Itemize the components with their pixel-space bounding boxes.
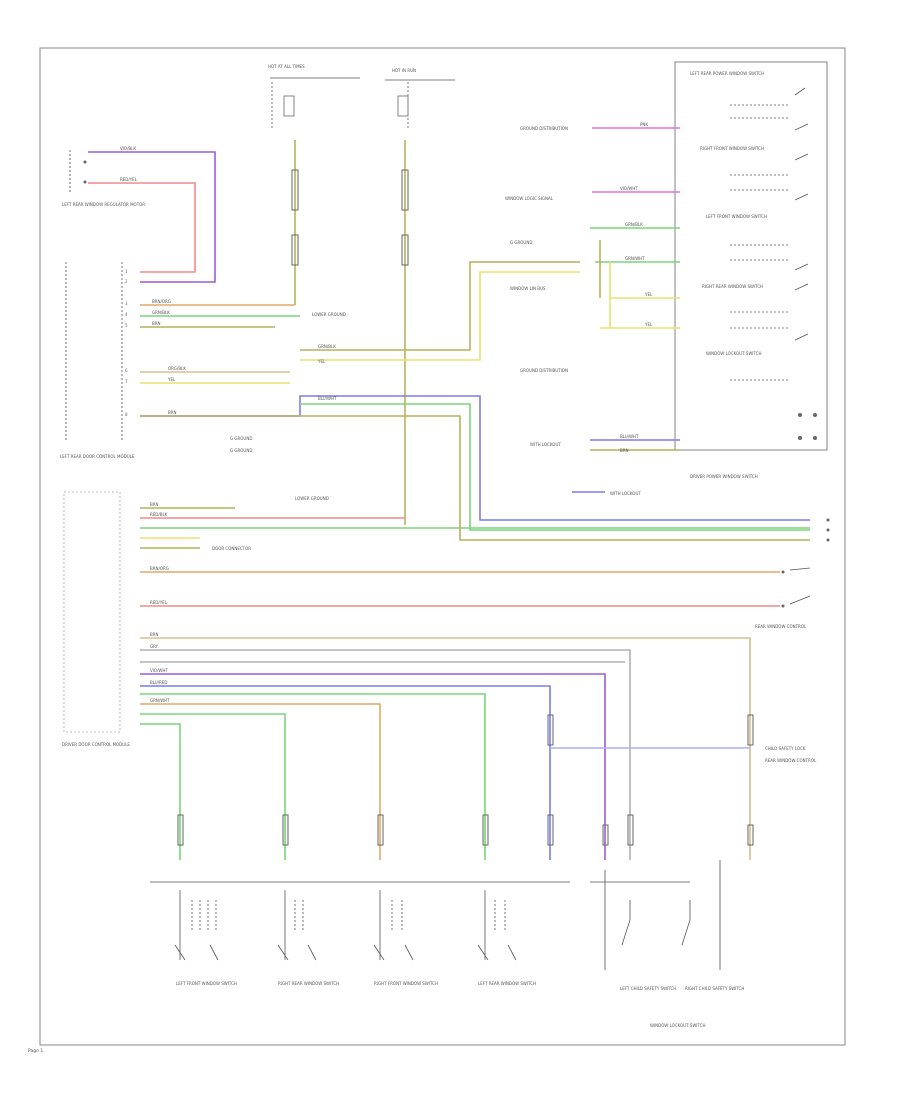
wire-label: VIO/BLK — [120, 146, 136, 151]
note-lower-ground: LOWER GROUND — [312, 312, 346, 317]
switch-label: RIGHT REAR WINDOW SWITCH — [278, 981, 339, 986]
sub-label: LEFT FRONT WINDOW SWITCH — [706, 214, 767, 219]
switch-label: LEFT CHILD SAFETY SWITCH — [620, 986, 676, 991]
wire-label: BRN/ORG — [152, 299, 171, 304]
svg-text:4: 4 — [125, 312, 128, 317]
svg-text:3: 3 — [125, 301, 128, 306]
feed-connector — [401, 169, 409, 211]
sub-label: RIGHT FRONT WINDOW SWITCH — [700, 146, 764, 151]
wire-label: BRN — [150, 502, 159, 507]
note-window-logic: WINDOW LOGIC SIGNAL — [505, 196, 554, 201]
wire-label: YEL — [167, 377, 176, 382]
rr-window-switch: RIGHT REAR WINDOW SWITCH — [277, 890, 339, 986]
svg-text:2: 2 — [125, 279, 128, 284]
feed-connector — [291, 169, 299, 211]
note-with-lockout: WITH LOCKOUT — [610, 491, 641, 496]
wire-label: YEL — [644, 292, 653, 297]
wire-label: RED/YEL — [120, 177, 138, 182]
module-box — [63, 491, 121, 733]
wire-label: VIO/WHT — [150, 668, 168, 673]
note-ground: G GROUND — [510, 240, 532, 245]
wire-label: GRN/BLK — [152, 310, 170, 315]
module-label: DRIVER DOOR CONTROL MODULE — [62, 742, 130, 747]
wire-label: GRN/BLK — [318, 344, 336, 349]
note-window-lin: WINDOW LIN BUS — [510, 286, 546, 291]
switch-label: LEFT REAR WINDOW SWITCH — [478, 981, 536, 986]
wire-label: YEL — [317, 359, 326, 364]
note-with-lockout: WITH LOCKOUT — [530, 442, 561, 447]
feed-connector — [291, 234, 299, 266]
switch-label: LEFT FRONT WINDOW SWITCH — [176, 981, 237, 986]
module-label: LEFT REAR DOOR CONTROL MODULE — [60, 454, 135, 459]
lr-window-regulator-motor: LEFT REAR WINDOW REGULATOR MOTOR VIO/BLK… — [62, 146, 216, 283]
svg-text:1: 1 — [125, 269, 128, 274]
wire-label: GRN/WHT — [150, 698, 170, 703]
fuse-label-left: HOT AT ALL TIMES — [268, 64, 305, 69]
wire-label: ORG/BLK — [168, 366, 186, 371]
wire-label: BRN — [152, 321, 161, 326]
wire-label: PNK — [640, 122, 648, 127]
lr-window-switch: LEFT REAR WINDOW SWITCH — [477, 890, 536, 986]
right-wires: PNK VIO/WHT GRN/BLK GRN/WHT YEL YEL BLU/… — [505, 122, 807, 629]
wire-label: BRN/ORG — [150, 566, 169, 571]
wire-label: RED/YEL — [150, 600, 168, 605]
note-ground-dist: GROUND DISTRIBUTION — [520, 368, 568, 373]
fuse-label-right: HOT IN RUN — [392, 68, 416, 73]
wire-label: RED/BLK — [150, 512, 168, 517]
note-ground: G GROUND — [230, 448, 252, 453]
lf-door-control-module: DRIVER DOOR CONTROL MODULE BRN RED/BLK D… — [62, 491, 810, 860]
note-rear-window: REAR WINDOW CONTROL — [765, 758, 817, 763]
lr-door-control-module: LEFT REAR DOOR CONTROL MODULE 1 2 3 4 5 … — [60, 261, 810, 541]
diagram-frame — [39, 47, 846, 1046]
switch-box — [674, 61, 828, 451]
switch-block-label: DRIVER POWER WINDOW SWITCH — [690, 474, 758, 479]
sub-label: RIGHT REAR WINDOW SWITCH — [702, 284, 763, 289]
driver-power-window-switch: DRIVER POWER WINDOW SWITCH LEFT REAR POW… — [674, 61, 828, 479]
note-lower-ground: LOWER GROUND — [295, 496, 329, 501]
wire-label: GRN/WHT — [625, 256, 645, 261]
wire-label: BRN — [620, 448, 629, 453]
switch-label: RIGHT FRONT WINDOW SWITCH — [374, 981, 438, 986]
wire-label: BRN — [168, 410, 177, 415]
wire-label: BLU/WHT — [620, 434, 639, 439]
wire-label: BLU/WHT — [318, 396, 337, 401]
wire-label: VIO/WHT — [620, 186, 638, 191]
wire-label: BRN — [150, 632, 159, 637]
wire-label: GRN/BLK — [625, 222, 643, 227]
switch-label: RIGHT CHILD SAFETY SWITCH — [685, 986, 744, 991]
wire-label: YEL — [644, 322, 653, 327]
feed-connector — [401, 234, 409, 266]
sub-label: WINDOW LOCKOUT SWITCH — [706, 351, 762, 356]
inline-connectors — [177, 714, 754, 846]
note-rear-window: REAR WINDOW CONTROL — [755, 624, 807, 629]
wire-label: BLU/RED — [150, 680, 167, 685]
right-child-safety-switch: RIGHT CHILD SAFETY SWITCH — [681, 900, 744, 991]
feed-wires — [291, 140, 409, 525]
note-ground: G GROUND — [230, 436, 252, 441]
motor-label: LEFT REAR WINDOW REGULATOR MOTOR — [62, 202, 145, 207]
svg-text:6: 6 — [125, 368, 128, 373]
lf-window-switch: LEFT FRONT WINDOW SWITCH — [174, 890, 237, 986]
note-window-lockout: WINDOW LOCKOUT SWITCH — [650, 1023, 706, 1028]
page-label: Page 1 — [28, 1048, 43, 1054]
note-ground-dist: GROUND DISTRIBUTION — [520, 126, 568, 131]
svg-text:7: 7 — [125, 379, 128, 384]
note-door-connector: DOOR CONNECTOR — [212, 546, 251, 551]
wire-label: GRY — [150, 644, 159, 649]
rf-window-switch: RIGHT FRONT WINDOW SWITCH — [373, 890, 438, 986]
svg-text:8: 8 — [125, 412, 128, 417]
sub-label: LEFT REAR POWER WINDOW SWITCH — [690, 71, 764, 76]
left-child-safety-switch: LEFT CHILD SAFETY SWITCH — [604, 870, 676, 991]
fuse-block: HOT AT ALL TIMES HOT IN RUN — [268, 64, 455, 130]
svg-text:5: 5 — [125, 323, 128, 328]
edge-connectors — [781, 518, 830, 608]
note-child-lock: CHILD SAFETY LOCK — [765, 746, 806, 751]
